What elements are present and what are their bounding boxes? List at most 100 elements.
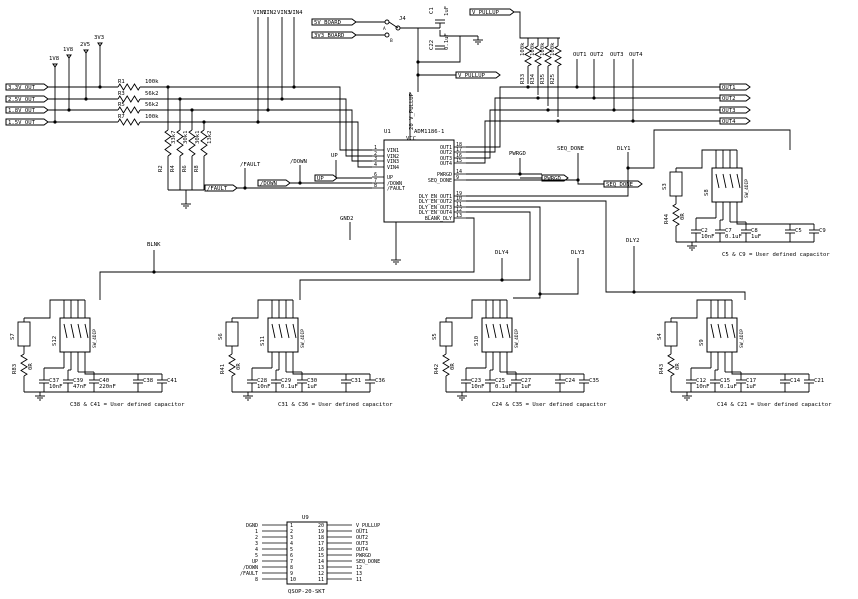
junction-dot xyxy=(280,97,284,101)
port-outline xyxy=(719,94,751,102)
out-port-1: OUT1 xyxy=(719,83,751,91)
pin-number: 2 xyxy=(374,151,377,157)
cap-ref: C17 xyxy=(746,378,756,384)
dip-contact xyxy=(77,323,82,339)
dec-wire xyxy=(418,36,461,63)
input-port-3: 1.5V_OUT xyxy=(5,118,49,126)
out-wire xyxy=(466,120,720,164)
cap-ref: C8 xyxy=(751,228,758,234)
u9-package: QSOP-20-SKT xyxy=(288,589,326,595)
pin-name: DLY_EN_OUT4 xyxy=(419,210,452,216)
junction-dot xyxy=(266,108,270,112)
fault-port: /FAULT xyxy=(204,184,238,192)
resistor-value: 100k xyxy=(540,42,546,56)
resistor-value: 30k1 xyxy=(195,131,201,144)
dip-switch-body xyxy=(711,167,743,203)
resistor-value: 100k xyxy=(530,42,536,56)
dly1-net: DLY1 xyxy=(617,146,630,152)
ground-symbol xyxy=(457,392,467,401)
push-switch-body xyxy=(664,321,678,347)
port-outline xyxy=(469,8,515,16)
pin-name: SEQ_DONE xyxy=(428,178,452,184)
junction-dot xyxy=(98,85,102,89)
pin-number: 16 xyxy=(456,153,462,159)
cap-wire xyxy=(506,362,584,375)
pin-number: 17 xyxy=(456,147,462,153)
u9-net-left: /FAULT xyxy=(240,571,258,577)
pwrgd-net: PWRGD xyxy=(509,151,526,157)
port-outline xyxy=(719,83,751,91)
pin-number: 13 xyxy=(456,213,462,219)
port-outline xyxy=(314,174,338,182)
u9-net-right: 12 xyxy=(356,565,362,571)
junction-dot xyxy=(518,172,522,176)
cap-value: 1uF xyxy=(746,384,757,390)
dip-contact xyxy=(485,323,490,339)
pin-name: OUT1 xyxy=(440,145,452,151)
junction-dot xyxy=(256,120,260,124)
junction-dot xyxy=(292,85,296,89)
u9-pin-number: 2 xyxy=(290,529,293,535)
cap-ref: C27 xyxy=(521,378,531,384)
u9-net-right: 13 xyxy=(356,571,362,577)
dip-contact xyxy=(715,173,720,189)
resistor-ref: R3 xyxy=(118,91,125,97)
pin-number: 15 xyxy=(456,158,462,164)
resistor xyxy=(228,353,236,377)
resistor-value: 100k xyxy=(145,114,159,120)
u9-net-right: OUT2 xyxy=(356,535,368,541)
port-label: OUT2 xyxy=(722,96,735,102)
vin-wire xyxy=(140,109,372,162)
switch-ref: S4 xyxy=(657,333,663,340)
cap-ref: C12 xyxy=(696,378,706,384)
j4-out xyxy=(400,27,419,92)
pin-number: 19 xyxy=(456,191,462,197)
j4-pin-b: B xyxy=(390,38,393,44)
dip-contact xyxy=(717,323,722,339)
dip-ref: S9 xyxy=(699,339,705,346)
up-port: UP xyxy=(314,174,338,182)
switch-ref: S6 xyxy=(218,333,224,340)
v-pullup-port-mid: V_PULLUP xyxy=(455,71,501,79)
u9-net-right: OUT4 xyxy=(356,547,368,553)
resistor xyxy=(117,106,141,114)
ic-ref: U1 xyxy=(384,129,391,135)
resistor xyxy=(117,83,141,91)
dip-part: SW_4DIP xyxy=(92,329,98,348)
u9-pin-number: 5 xyxy=(290,547,293,553)
dip-ref: S10 xyxy=(474,336,480,346)
push-switch-body xyxy=(17,321,31,347)
junction-dot xyxy=(298,181,302,185)
dip-contact xyxy=(278,323,283,339)
cap-value: 10nF xyxy=(257,384,271,390)
cap-ref: C28 xyxy=(257,378,268,384)
rail-label: 1V8 xyxy=(49,56,60,62)
port-outline xyxy=(204,184,238,192)
dly3-wire xyxy=(540,258,579,295)
u9-pin-number: 12 xyxy=(318,571,324,577)
resistor-value: 56k2 xyxy=(145,91,158,97)
cap-ref: C38 xyxy=(143,378,154,384)
rail-label: 1V8 xyxy=(63,47,74,53)
switch-wire xyxy=(232,299,272,319)
resistor-value: 33k7 xyxy=(171,131,177,144)
blnk-net: BLNK xyxy=(147,242,161,248)
junction-dot xyxy=(556,119,560,123)
ground-symbol xyxy=(181,200,191,209)
pin-number: 7 xyxy=(374,178,377,184)
cap-value: 0.1uF xyxy=(281,384,298,390)
resistor-ref: R43 xyxy=(659,364,665,374)
junction-dot xyxy=(416,73,420,77)
pullup-bus xyxy=(519,20,560,39)
u9-pin-number: 3 xyxy=(290,535,293,541)
seq-done-net: SEQ_DONE xyxy=(557,146,585,152)
dip-contact xyxy=(84,323,89,339)
switch-wire xyxy=(671,299,711,319)
resistor xyxy=(188,129,196,157)
resistor-ref: R42 xyxy=(434,364,440,374)
u9-net-left: DGND xyxy=(246,523,258,529)
